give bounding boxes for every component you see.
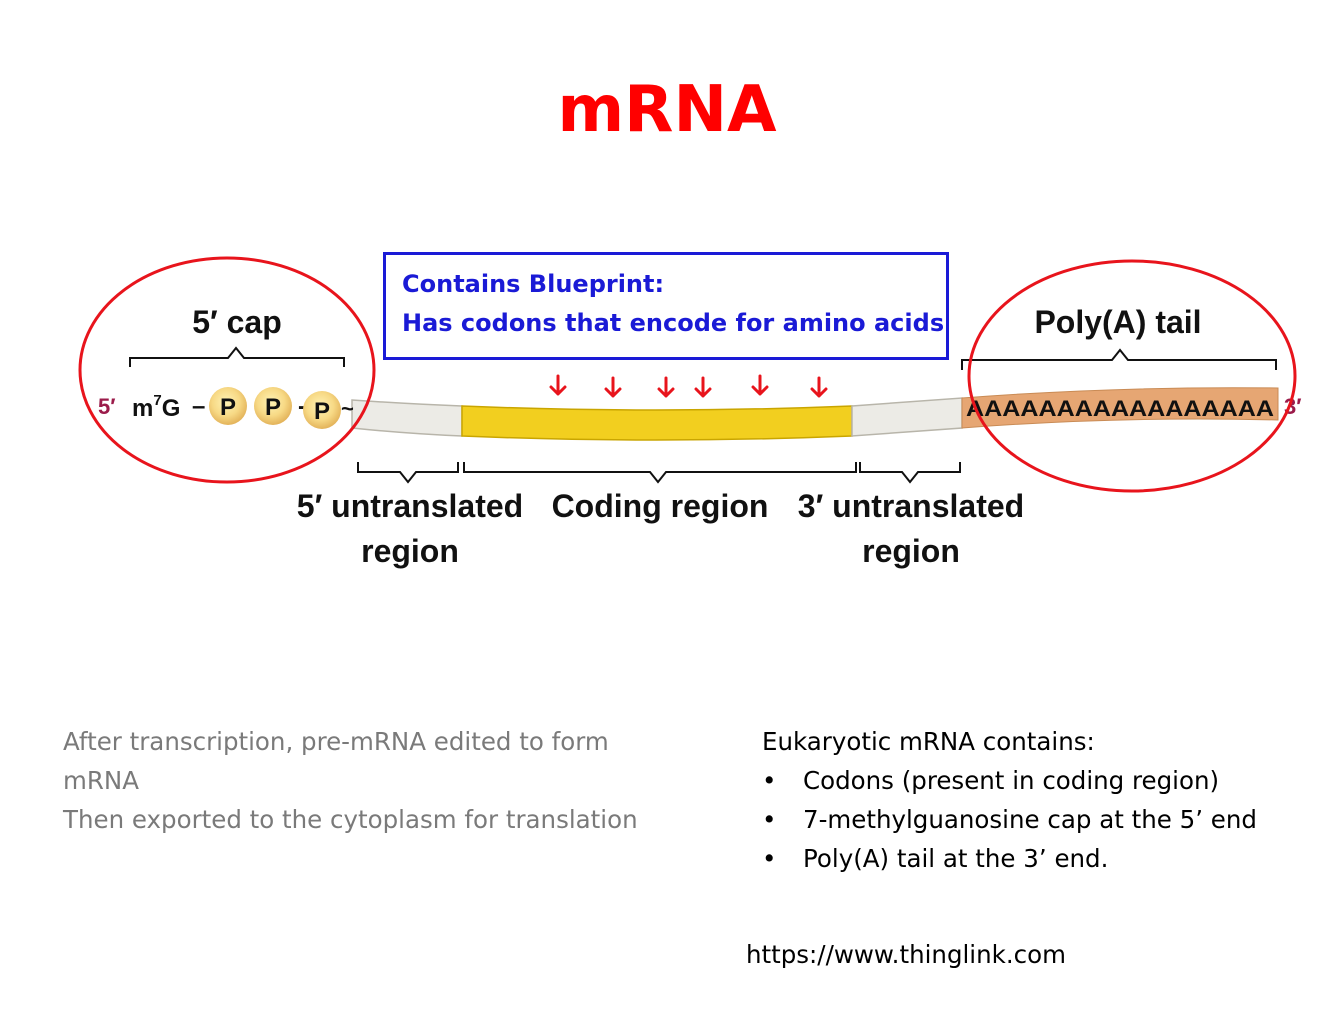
- utr5-segment: [352, 400, 462, 436]
- mrna-contents-list: Eukaryotic mRNA contains: Codons (presen…: [762, 722, 1322, 878]
- blueprint-line-2: Has codons that encode for amino acids: [402, 311, 944, 335]
- phosphate-label-3: P: [314, 398, 330, 425]
- dash-1: –: [192, 393, 205, 420]
- utr5-label-line2: region: [361, 533, 459, 569]
- codon-arrow-6: [812, 378, 826, 396]
- list-item: Codons (present in coding region): [762, 761, 1322, 800]
- utr3-label-line2: region: [862, 533, 960, 569]
- utr3-bracket: [860, 462, 960, 482]
- tilde-link: ~: [341, 396, 354, 421]
- m7g-label: m7G: [132, 392, 180, 422]
- phosphate-label-1: P: [220, 394, 236, 421]
- codon-arrow-3: [659, 378, 673, 396]
- five-prime-label: 5′: [98, 394, 116, 419]
- utr3-segment: [852, 398, 962, 436]
- blueprint-callout-box: Contains Blueprint: Has codons that enco…: [383, 252, 949, 360]
- codon-arrow-5: [753, 376, 767, 394]
- poly-a-bracket: [962, 350, 1276, 370]
- utr5-label-line1: 5′ untranslated: [297, 488, 523, 524]
- coding-bracket: [464, 462, 856, 482]
- phosphate-label-2: P: [265, 394, 281, 421]
- utr5-bracket: [358, 462, 458, 482]
- note-line-2: mRNA: [63, 761, 713, 800]
- list-heading: Eukaryotic mRNA contains:: [762, 722, 1322, 761]
- list-item: 7-methylguanosine cap at the 5’ end: [762, 800, 1322, 839]
- codon-arrow-2: [606, 378, 620, 396]
- cap-label: 5′ cap: [192, 304, 282, 340]
- list-item: Poly(A) tail at the 3’ end.: [762, 839, 1322, 878]
- tail-highlight-circle: [969, 261, 1295, 491]
- coding-label: Coding region: [552, 488, 769, 524]
- transcription-note: After transcription, pre-mRNA edited to …: [63, 722, 713, 839]
- blueprint-line-1: Contains Blueprint:: [402, 272, 664, 296]
- cap-highlight-circle: [80, 258, 374, 482]
- poly-a-label: Poly(A) tail: [1034, 304, 1201, 340]
- note-line-1: After transcription, pre-mRNA edited to …: [63, 722, 713, 761]
- poly-a-sequence: AAAAAAAAAAAAAAAAA: [966, 396, 1274, 421]
- codon-arrow-4: [696, 378, 710, 396]
- source-link[interactable]: https://www.thinglink.com: [746, 940, 1066, 969]
- utr3-label-line1: 3′ untranslated: [798, 488, 1024, 524]
- note-line-3: Then exported to the cytoplasm for trans…: [63, 800, 713, 839]
- codon-arrow-1: [551, 376, 565, 394]
- cap-bracket: [130, 348, 344, 367]
- coding-segment: [462, 406, 852, 440]
